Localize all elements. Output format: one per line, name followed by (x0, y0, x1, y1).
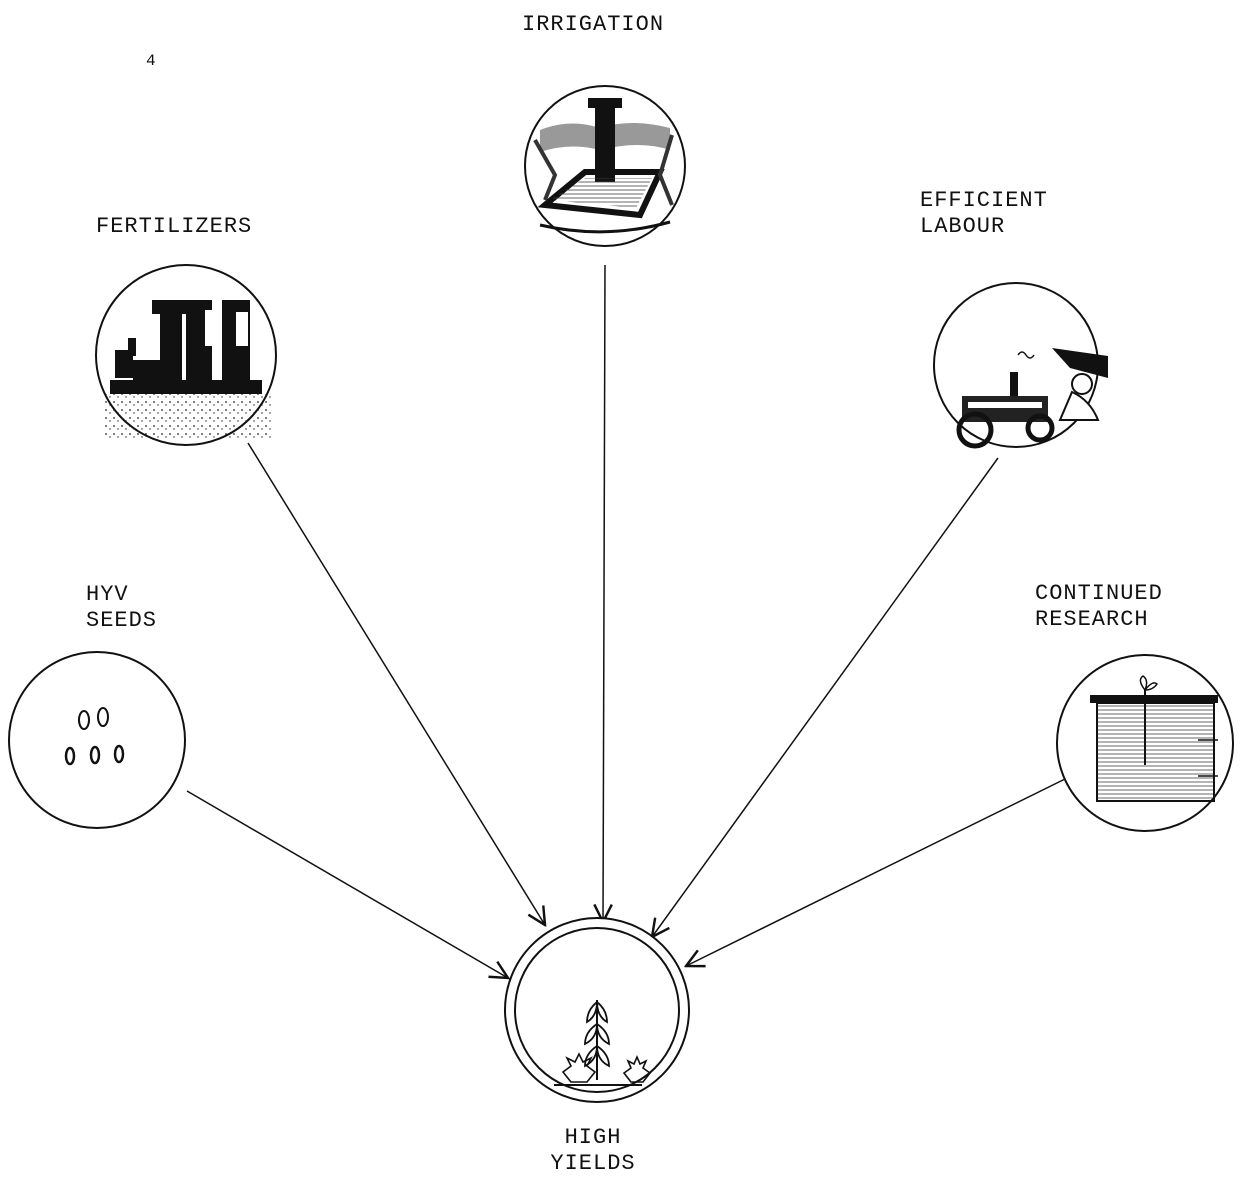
wheat-icon (554, 1000, 652, 1086)
efficient-labour-label-line2: LABOUR (920, 214, 1006, 239)
high-yields-label-line2: YIELDS (550, 1151, 636, 1176)
irrigation-node (524, 85, 686, 247)
edge-hyv-seeds-to-high-yields (186, 790, 508, 978)
irrigation-label: IRRIGATION (522, 12, 665, 37)
edge-continued-research-to-high-yields (686, 778, 1066, 966)
hyv-seeds-node (8, 651, 186, 829)
page-number: 4 (146, 52, 157, 70)
hyv-seeds-label-line1: HYV (86, 582, 129, 607)
fertilizers-label: FERTILIZERS (96, 214, 253, 239)
edge-efficient-labour-to-high-yields (652, 457, 999, 937)
beaker-icon (1090, 675, 1218, 802)
continued-research-node (1056, 654, 1234, 832)
fertilizers-node (95, 264, 277, 446)
edge-irrigation-to-high-yields (603, 264, 605, 922)
continued-research-label-line2: RESEARCH (1035, 607, 1149, 632)
hyv-seeds-label-line2: SEEDS (86, 608, 158, 633)
irrigation-icon (533, 98, 674, 234)
continued-research-label-line1: CONTINUED (1035, 581, 1163, 606)
high-yields-node (504, 917, 690, 1103)
high-yields-label-line1: HIGH (564, 1125, 622, 1150)
hyv-seeds-label: HYV SEEDS (86, 582, 157, 634)
efficient-labour-label: EFFICIENT LABOUR (920, 188, 1048, 240)
tractor-icon (956, 348, 1108, 449)
seeds-icon (64, 707, 125, 766)
efficient-labour-label-line1: EFFICIENT (920, 188, 1048, 213)
edge-fertilizers-to-high-yields (247, 442, 545, 925)
continued-research-label: CONTINUED RESEARCH (1035, 581, 1163, 633)
efficient-labour-node (933, 282, 1108, 449)
factory-icon (104, 300, 272, 440)
high-yields-label: HIGH YIELDS (528, 1125, 658, 1177)
